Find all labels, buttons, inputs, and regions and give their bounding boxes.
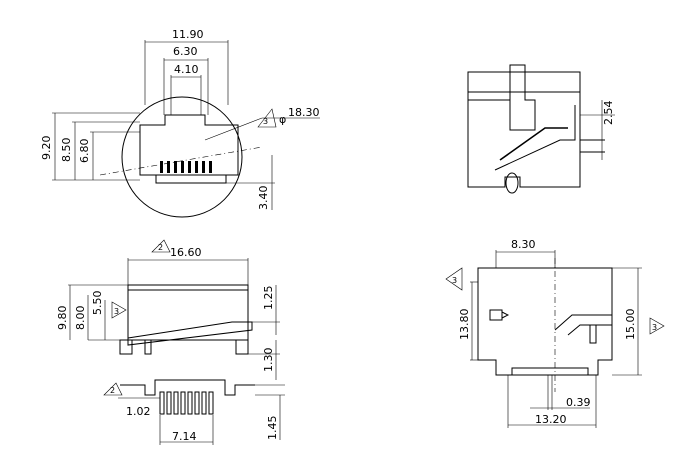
- br-latch-right: [554, 314, 613, 336]
- front-contacts: [160, 161, 212, 173]
- front-dim-width-mid: 6.30: [173, 45, 198, 58]
- pin-note-triangle: [103, 382, 123, 396]
- inner-note-number: 3: [114, 307, 119, 316]
- bottom-left-view: 2 16.60 9.80 8.00 5.50 3: [56, 239, 285, 445]
- front-dim-diameter: 18.30: [288, 106, 320, 119]
- bl-pins: [159, 391, 214, 415]
- bl-dim-top-right: 1.25: [262, 286, 275, 311]
- height-left-note-number: 3: [452, 276, 457, 285]
- bl-dim-mid-right: 1.30: [262, 348, 275, 373]
- bl-dim-pin-offset: 1.02: [126, 405, 151, 418]
- front-dim-height-inner: 6.80: [78, 139, 91, 164]
- bl-dim-length: 16.60: [170, 246, 202, 259]
- bl-latch: [127, 321, 253, 346]
- front-dim-width-inner: 4.10: [174, 63, 199, 76]
- br-dim-pin-width: 0.39: [566, 396, 591, 409]
- side-latch: [509, 64, 536, 131]
- length-note-triangle: [151, 239, 171, 253]
- side-view: 2.54: [467, 64, 615, 194]
- diameter-note-number: 3: [263, 117, 268, 126]
- br-body-outline: [477, 267, 613, 376]
- front-dim-width-overall: 11.90: [172, 28, 204, 41]
- front-dim-bottom: 3.40: [257, 186, 270, 211]
- bl-dim-height-overall: 9.80: [56, 306, 69, 331]
- side-dim-pin-pitch: 2.54: [602, 101, 615, 126]
- side-contact-spring: [499, 127, 568, 161]
- length-note-number: 2: [158, 243, 163, 252]
- bl-dim-pin-right: 1.45: [266, 416, 279, 441]
- height-right-note-number: 3: [652, 323, 657, 332]
- br-dim-top-width: 8.30: [511, 238, 536, 251]
- inner-note-triangle: [111, 301, 127, 319]
- br-dim-height-right: 15.00: [624, 309, 637, 341]
- bottom-right-view: 8.30 0.39 13.20 3 13.80 15.00 3: [445, 238, 665, 428]
- bl-body: [127, 284, 249, 341]
- front-dim-height-overall: 9.20: [40, 136, 53, 161]
- front-bottom-edge: [155, 174, 227, 184]
- side-body-outline: [467, 71, 581, 188]
- bl-dim-height-inner: 5.50: [91, 291, 104, 316]
- front-view: 11.90 6.30 4.10 9.20 8.50 6.80 3.40 3 φ …: [40, 28, 320, 218]
- front-body-outline: [139, 114, 239, 176]
- bl-dim-height-mid: 8.00: [74, 306, 87, 331]
- br-dim-height-left: 13.80: [458, 309, 471, 341]
- bl-dim-pin-span: 7.14: [172, 430, 197, 443]
- front-outer-circle: [121, 96, 243, 218]
- br-dim-bottom-width: 13.20: [535, 413, 567, 426]
- diameter-symbol: φ: [279, 113, 286, 126]
- height-left-note-triangle: [445, 267, 463, 291]
- pin-note-number: 2: [110, 386, 115, 395]
- diameter-note-triangle: [257, 108, 277, 128]
- height-right-note-triangle: [649, 317, 665, 335]
- front-dim-height-mid: 8.50: [60, 138, 73, 163]
- br-latch-left: [489, 309, 510, 321]
